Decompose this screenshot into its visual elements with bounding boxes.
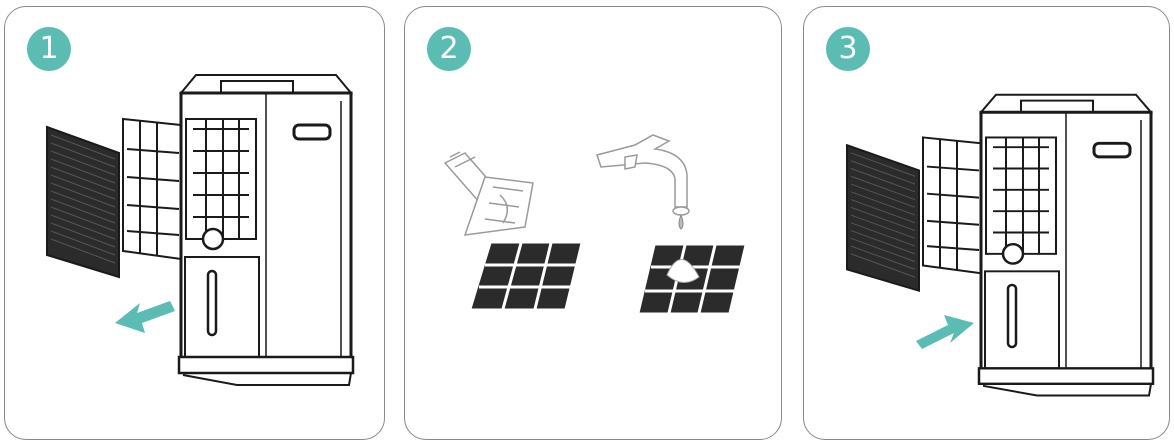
step-2-panel: 2: [404, 6, 782, 440]
arrow-out-icon: [115, 301, 175, 333]
dehumidifier-unit: [179, 75, 353, 385]
remove-filter-illustration: [5, 7, 385, 440]
filter-frame: [923, 137, 981, 273]
clean-filter-illustration: [405, 7, 782, 440]
pre-filter-panel: [47, 127, 119, 277]
faucet-icon: [597, 135, 689, 215]
pre-filter-panel: [847, 145, 919, 291]
filter-grid-right: [639, 245, 745, 313]
vacuum-brush-icon: [445, 152, 533, 235]
step-1-panel: 1: [4, 6, 385, 440]
dehumidifier-unit: [979, 95, 1153, 396]
step-3-panel: 3: [803, 6, 1170, 440]
filter-grid-left: [471, 243, 581, 309]
water-drop-icon: [679, 215, 683, 229]
insert-filter-illustration: [804, 7, 1170, 440]
arrow-in-icon: [916, 315, 974, 349]
filter-frame: [123, 119, 181, 259]
